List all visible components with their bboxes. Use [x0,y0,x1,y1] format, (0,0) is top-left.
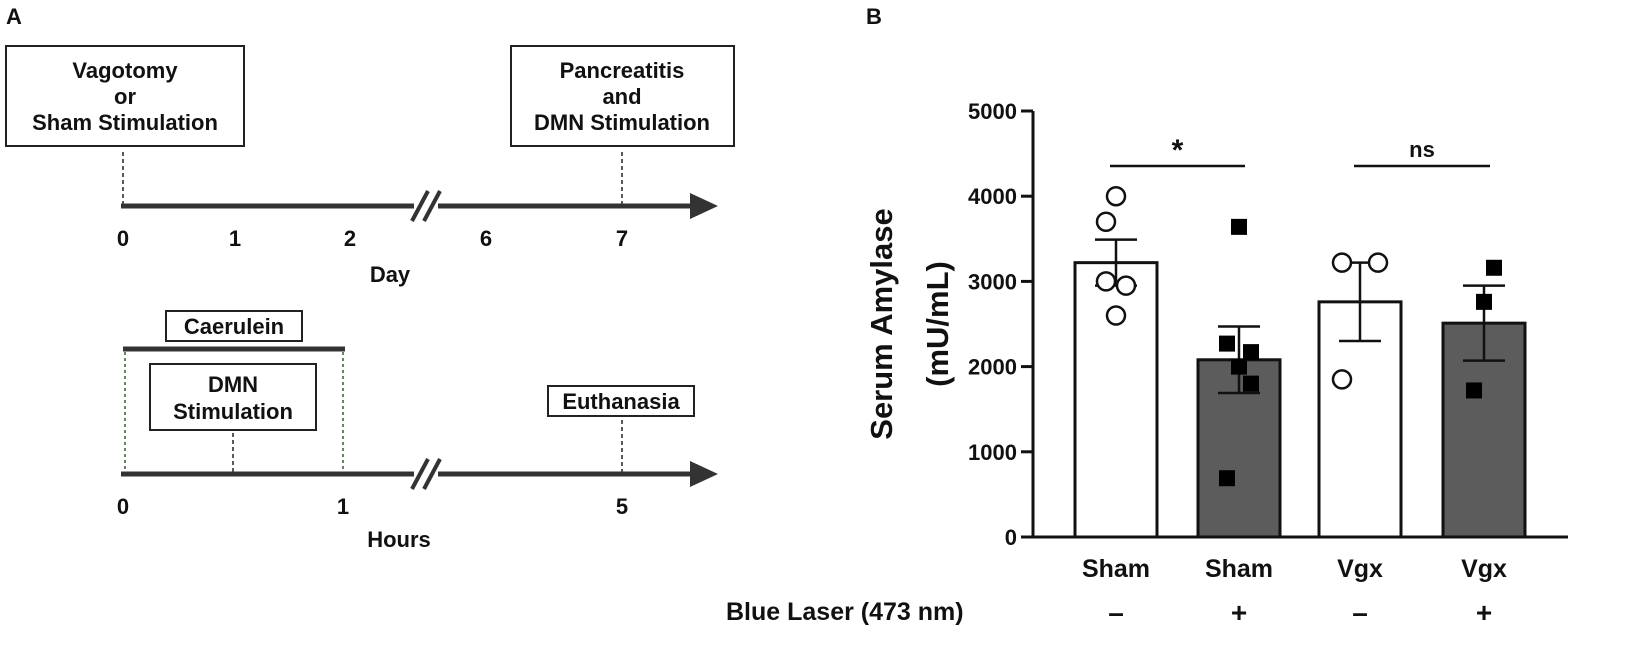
pancreatitis-box [510,45,735,147]
laser-indicator: + [1476,597,1492,628]
euthanasia-box-label: Euthanasia [562,389,680,414]
y-axis: 0 1000 2000 3000 4000 5000 [968,99,1035,550]
data-point-circle [1105,305,1127,326]
hours-tick-0: 0 [117,494,129,519]
significance-label: * [1172,134,1184,167]
hours-axis-break-2 [422,458,442,490]
hours-tick-5: 5 [616,494,628,519]
y-tick-label: 0 [1005,525,1017,550]
x-axis: Sham Sham Vgx Vgx [1033,535,1568,583]
hours-tick-1: 1 [337,494,349,519]
panel-b-label: B [866,4,882,29]
y-tick-label: 2000 [968,355,1017,380]
y-tick-label: 4000 [968,184,1017,209]
laser-indicator: + [1231,597,1247,628]
vagotomy-box-line1: Vagotomy [72,58,178,83]
x-tick-label: Sham [1082,555,1150,583]
laser-indicator: – [1352,597,1368,628]
dmn-box-line2: Stimulation [173,399,293,424]
hours-axis-break-1 [410,458,430,490]
data-point-square [1486,259,1502,276]
laser-row-label: Blue Laser (473 nm) [726,598,964,626]
hours-axis-label: Hours [367,527,431,552]
day-tick-0: 0 [117,226,129,251]
data-point-square [1243,344,1259,361]
day-axis-break-2 [422,190,442,222]
vagotomy-box-line2: or [114,84,136,109]
data-point-square [1219,335,1235,352]
day-axis-label: Day [370,262,411,287]
pancreatitis-box-line2: and [602,84,641,109]
bar [1073,261,1159,539]
hours-axis-arrowhead [690,461,718,487]
vagotomy-box [5,45,245,147]
caerulein-box [165,310,303,342]
bars [1073,261,1527,539]
dmn-stimulation-box [149,363,317,431]
laser-indicator: – [1108,597,1124,628]
laser-row: – + – + [1108,597,1492,628]
data-point-square [1231,358,1247,375]
data-points [1095,185,1502,487]
caerulein-box-label: Caerulein [184,314,284,339]
significance-label: ns [1409,137,1435,162]
x-tick-label: Vgx [1461,555,1507,583]
x-tick-label: Sham [1205,555,1273,583]
day-tick-7: 7 [616,226,628,251]
day-tick-2: 2 [344,226,356,251]
y-tick-label: 3000 [968,269,1017,294]
data-point-square [1466,382,1482,399]
hours-timeline: Caerulein DMN Stimulation Euthanasia 0 1… [117,310,718,552]
data-point-square [1231,218,1247,235]
y-axis-label-line2: (mU/mL) [920,261,955,387]
y-axis-label-line1: Serum Amylase [864,208,899,439]
euthanasia-box [547,385,695,417]
data-point-square [1219,470,1235,487]
significance-annotations: * ns [1110,134,1490,168]
y-tick-label: 1000 [968,440,1017,465]
panel-a: A Vagotomy or Sham Stimulation Pancreati… [5,4,735,552]
vagotomy-box-line3: Sham Stimulation [32,110,218,135]
panel-b: B Serum Amylase (mU/mL) 0 1000 2000 3000 400… [726,4,1568,628]
panel-a-label: A [6,4,22,29]
day-tick-6: 6 [480,226,492,251]
day-tick-1: 1 [229,226,241,251]
data-point-square [1243,375,1259,392]
data-point-circle [1367,252,1389,273]
data-point-square [1476,293,1492,310]
y-tick-label: 5000 [968,99,1017,124]
data-point-circle [1331,252,1353,273]
x-tick-label: Vgx [1337,555,1383,583]
day-axis-arrowhead [690,193,718,219]
data-point-circle [1095,211,1117,233]
pancreatitis-box-line1: Pancreatitis [560,58,685,83]
data-point-circle [1105,185,1127,207]
data-point-circle [1331,369,1353,390]
dmn-box-line1: DMN [208,372,258,397]
pancreatitis-box-line3: DMN Stimulation [534,110,710,135]
day-axis-break-1 [410,190,430,222]
data-point-circle [1095,271,1117,292]
day-timeline: Vagotomy or Sham Stimulation Pancreatiti… [5,45,735,287]
data-point-circle [1115,275,1137,296]
